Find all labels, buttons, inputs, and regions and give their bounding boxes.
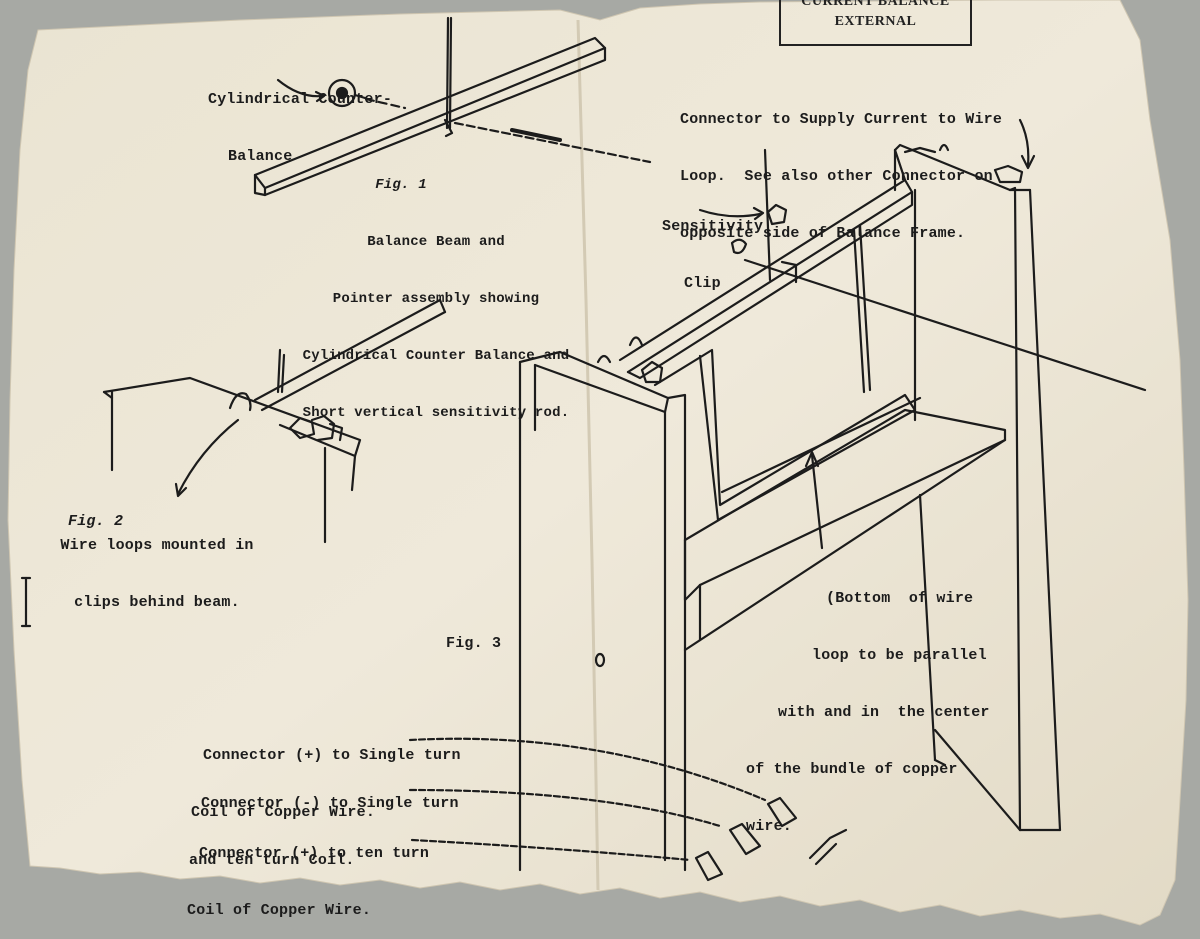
- fig2-caption: Wire loops mounted in clips behind beam.: [60, 537, 254, 611]
- fig3-balance-frame: [20, 118, 1147, 882]
- fig1-balance-beam: [253, 16, 652, 197]
- title-box: CURRENT BALANCE EXTERNAL: [779, 0, 972, 46]
- sensitivity-clip-label: Sensitivity Clip: [662, 218, 764, 292]
- fig2-frame-detail: [102, 298, 447, 544]
- title-line-1: CURRENT BALANCE: [801, 0, 950, 9]
- wire-loop-note: (Bottom of wire loop to be parallel with…: [746, 590, 990, 835]
- fold-line: [576, 19, 600, 891]
- fig1-caption: Fig. 1 Balance Beam and Pointer assembly…: [302, 177, 570, 421]
- connector-common-label: Connector (-) to Single turn and ten tur…: [189, 795, 459, 869]
- line-art: [20, 16, 1147, 882]
- supply-connector-label: Connector to Supply Current to Wire Loop…: [680, 111, 1003, 242]
- connector-single-turn-label: Connector (+) to Single turn Coil of Cop…: [191, 747, 461, 821]
- counterbalance-label: Cylindrical Counter- Balance: [208, 91, 393, 165]
- cylindrical-counterbalance: [276, 78, 367, 108]
- fig3-label: Fig. 3: [446, 635, 502, 652]
- paper-sheet: [7, 0, 1189, 926]
- connector-single-turn-pos: [766, 796, 798, 828]
- connector-ten-turn-label: Connector (+) to ten turn Coil of Copper…: [187, 845, 430, 919]
- connector-common-neg: [728, 822, 762, 856]
- title-line-2: EXTERNAL: [834, 14, 917, 29]
- connector-ten-turn-pos: [694, 850, 724, 882]
- fig2-label: Fig. 2: [68, 513, 124, 530]
